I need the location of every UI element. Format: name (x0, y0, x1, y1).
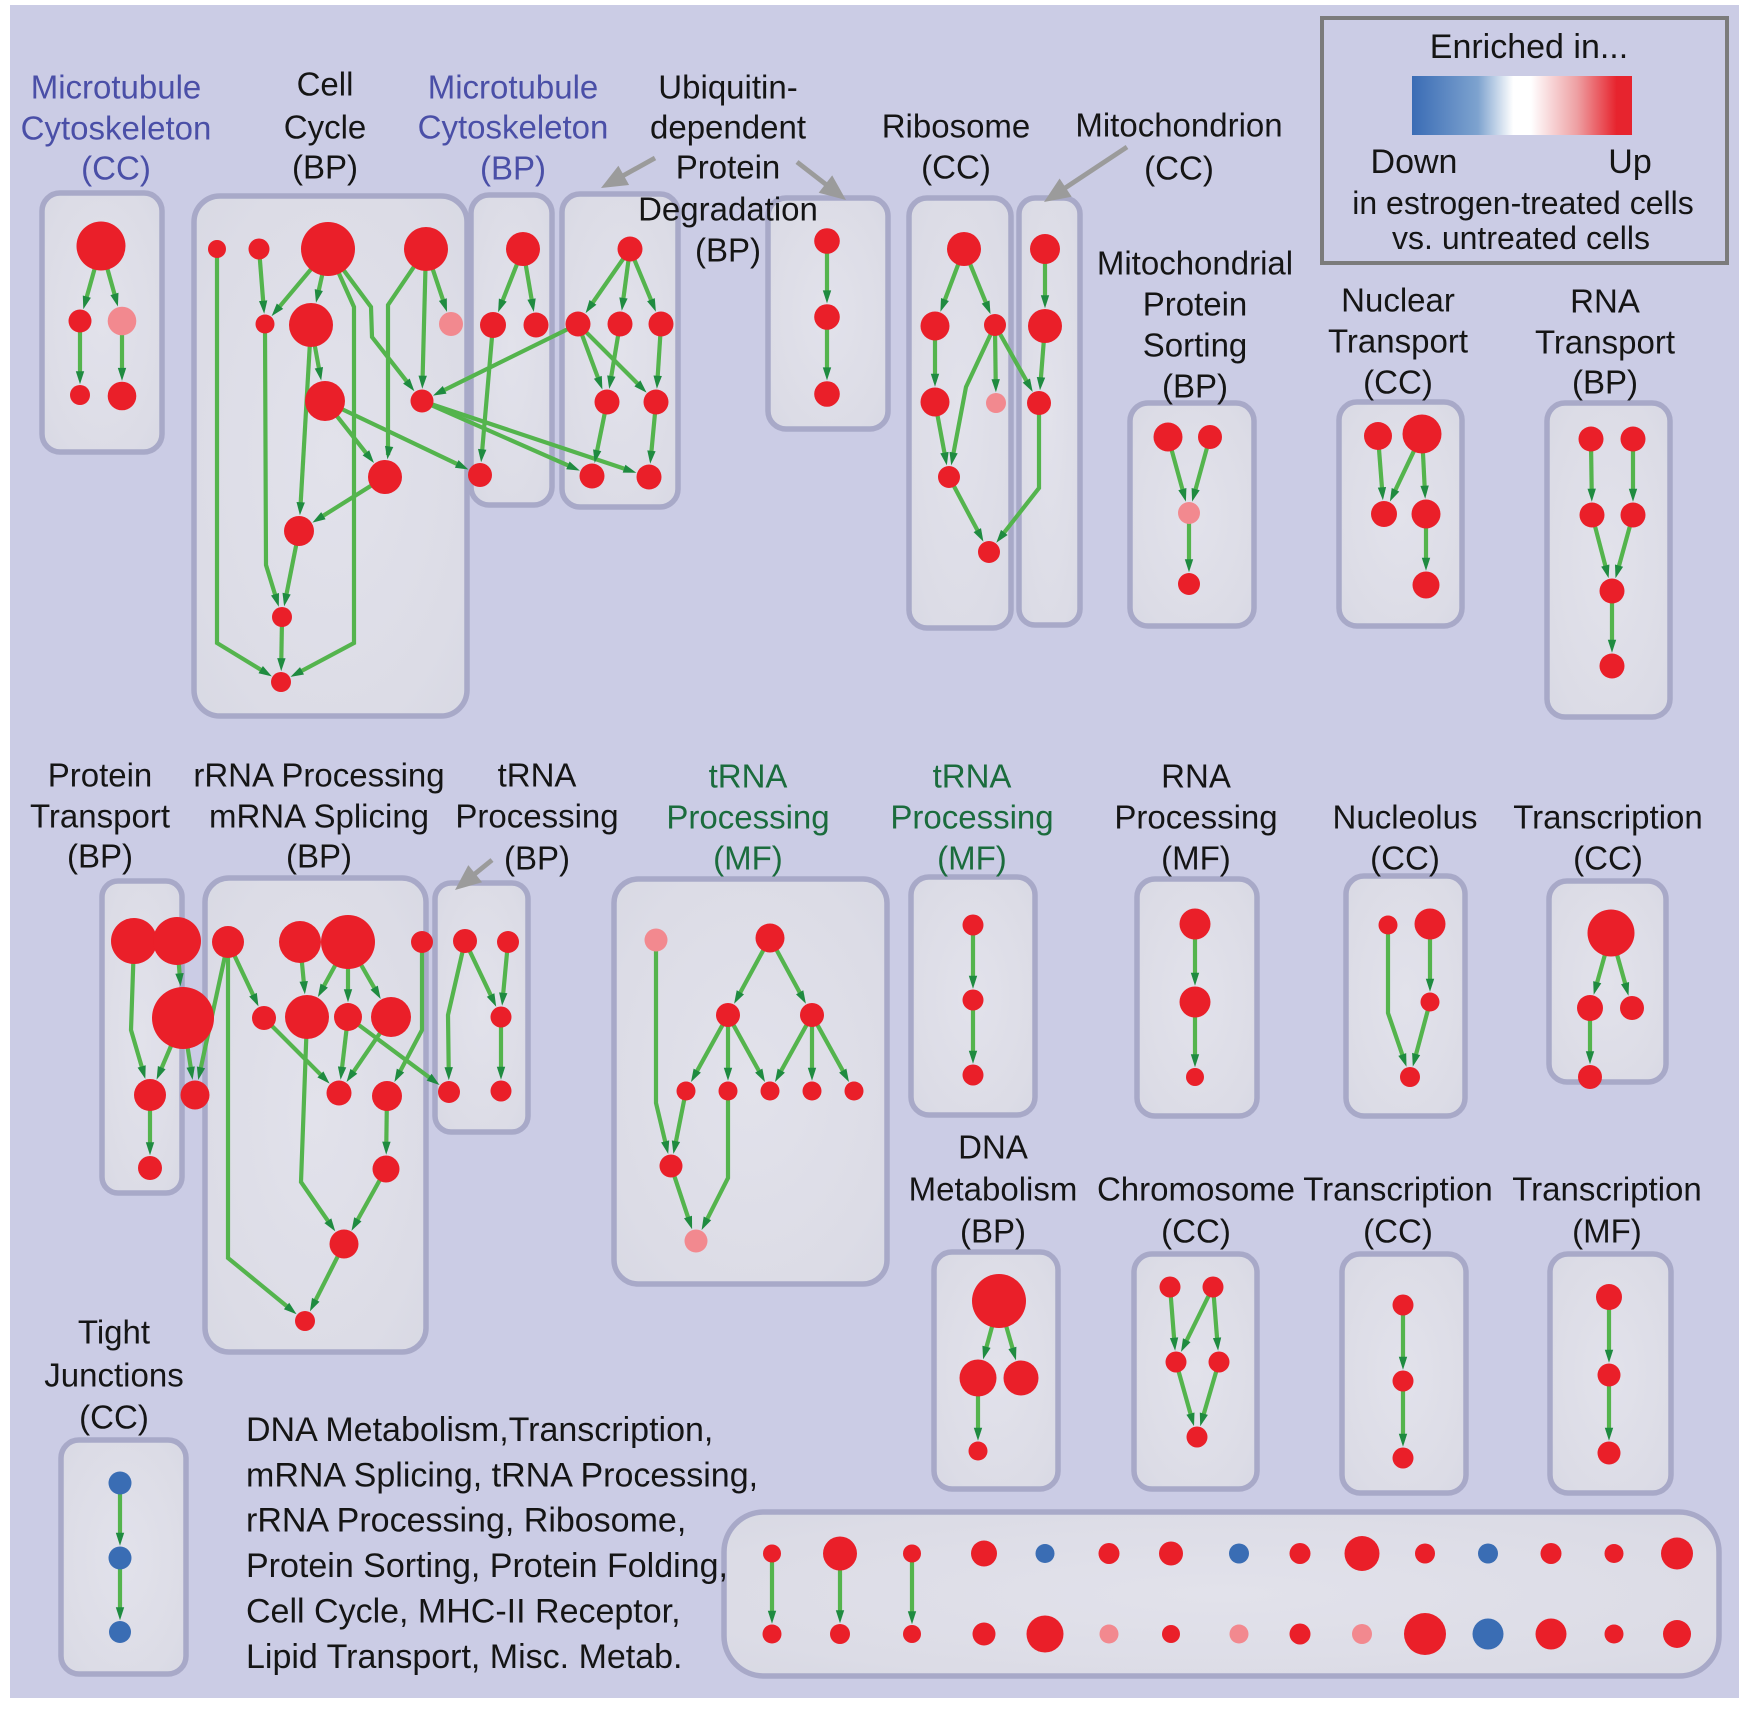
svg-text:mRNA Splicing, tRNA Processing: mRNA Splicing, tRNA Processing, (246, 1456, 758, 1494)
svg-text:(CC): (CC) (79, 1399, 149, 1436)
svg-text:Transcription: Transcription (1513, 799, 1703, 836)
svg-text:(BP): (BP) (1162, 368, 1228, 405)
svg-text:Junctions: Junctions (44, 1357, 183, 1394)
svg-text:(CC): (CC) (1573, 840, 1643, 877)
svg-text:dependent: dependent (650, 109, 806, 146)
svg-text:tRNA: tRNA (498, 757, 577, 794)
svg-text:Nucleolus: Nucleolus (1333, 799, 1478, 836)
svg-text:(MF): (MF) (937, 840, 1007, 877)
svg-text:Down: Down (1371, 143, 1458, 181)
svg-text:Lipid Transport, Misc. Metab.: Lipid Transport, Misc. Metab. (246, 1638, 683, 1676)
svg-text:(BP): (BP) (960, 1213, 1026, 1250)
svg-text:Nuclear: Nuclear (1341, 282, 1455, 319)
svg-text:Processing: Processing (1114, 799, 1277, 836)
svg-text:(BP): (BP) (695, 232, 761, 269)
svg-text:Degradation: Degradation (638, 191, 818, 228)
svg-text:Mitochondrial: Mitochondrial (1097, 245, 1293, 282)
svg-text:Sorting: Sorting (1143, 327, 1248, 364)
svg-text:(CC): (CC) (1363, 1213, 1433, 1250)
svg-text:(CC): (CC) (1144, 150, 1214, 187)
svg-text:Processing: Processing (455, 798, 618, 835)
svg-text:(BP): (BP) (480, 150, 546, 187)
svg-text:Processing: Processing (666, 799, 829, 836)
svg-text:Cycle: Cycle (284, 109, 367, 146)
svg-text:Transport: Transport (30, 798, 170, 835)
svg-text:Up: Up (1608, 143, 1651, 181)
svg-text:rRNA Processing, Ribosome,: rRNA Processing, Ribosome, (246, 1502, 686, 1540)
svg-text:in estrogen-treated cells: in estrogen-treated cells (1352, 185, 1694, 221)
svg-text:Cytoskeleton: Cytoskeleton (418, 109, 609, 146)
svg-text:(BP): (BP) (286, 838, 352, 875)
svg-text:Protein: Protein (48, 757, 153, 794)
svg-text:mRNA Splicing: mRNA Splicing (209, 798, 429, 835)
svg-text:tRNA: tRNA (709, 758, 788, 795)
svg-text:(CC): (CC) (81, 150, 151, 187)
svg-text:(BP): (BP) (504, 840, 570, 877)
svg-text:vs. untreated cells: vs. untreated cells (1392, 220, 1650, 256)
svg-text:(CC): (CC) (1161, 1213, 1231, 1250)
svg-text:Processing: Processing (890, 799, 1053, 836)
svg-text:(BP): (BP) (1572, 364, 1638, 401)
svg-text:(CC): (CC) (1370, 840, 1440, 877)
svg-text:(MF): (MF) (1161, 840, 1231, 877)
svg-text:(BP): (BP) (292, 149, 358, 186)
svg-text:(CC): (CC) (1363, 364, 1433, 401)
svg-text:Ubiquitin-: Ubiquitin- (658, 69, 797, 106)
svg-text:Transcription: Transcription (1512, 1171, 1702, 1208)
svg-text:Protein: Protein (676, 149, 781, 186)
svg-text:RNA: RNA (1161, 758, 1231, 795)
svg-text:(MF): (MF) (713, 840, 783, 877)
svg-text:rRNA Processing: rRNA Processing (193, 757, 444, 794)
svg-text:Tight: Tight (78, 1314, 150, 1351)
svg-text:(BP): (BP) (67, 838, 133, 875)
svg-text:Microtubule: Microtubule (31, 69, 202, 106)
svg-text:Microtubule: Microtubule (428, 69, 599, 106)
svg-text:Cell: Cell (297, 66, 354, 103)
svg-text:tRNA: tRNA (933, 758, 1012, 795)
svg-text:Cytoskeleton: Cytoskeleton (21, 110, 212, 147)
svg-text:Metabolism: Metabolism (909, 1171, 1078, 1208)
svg-text:RNA: RNA (1570, 283, 1640, 320)
svg-text:Mitochondrion: Mitochondrion (1075, 107, 1282, 144)
svg-text:DNA Metabolism,Transcription,: DNA Metabolism,Transcription, (246, 1411, 713, 1449)
svg-text:Cell Cycle, MHC-II Receptor,: Cell Cycle, MHC-II Receptor, (246, 1593, 681, 1631)
svg-text:(MF): (MF) (1572, 1213, 1642, 1250)
svg-text:Protein: Protein (1143, 286, 1248, 323)
svg-text:Chromosome: Chromosome (1097, 1171, 1295, 1208)
svg-text:Ribosome: Ribosome (882, 108, 1031, 145)
svg-text:(CC): (CC) (921, 149, 991, 186)
svg-text:Protein Sorting, Protein Foldi: Protein Sorting, Protein Folding, (246, 1547, 728, 1585)
svg-text:Transcription: Transcription (1303, 1171, 1493, 1208)
svg-text:Transport: Transport (1535, 324, 1675, 361)
svg-text:Transport: Transport (1328, 323, 1468, 360)
svg-text:Enriched in...: Enriched in... (1430, 28, 1628, 66)
svg-text:DNA: DNA (958, 1129, 1028, 1166)
